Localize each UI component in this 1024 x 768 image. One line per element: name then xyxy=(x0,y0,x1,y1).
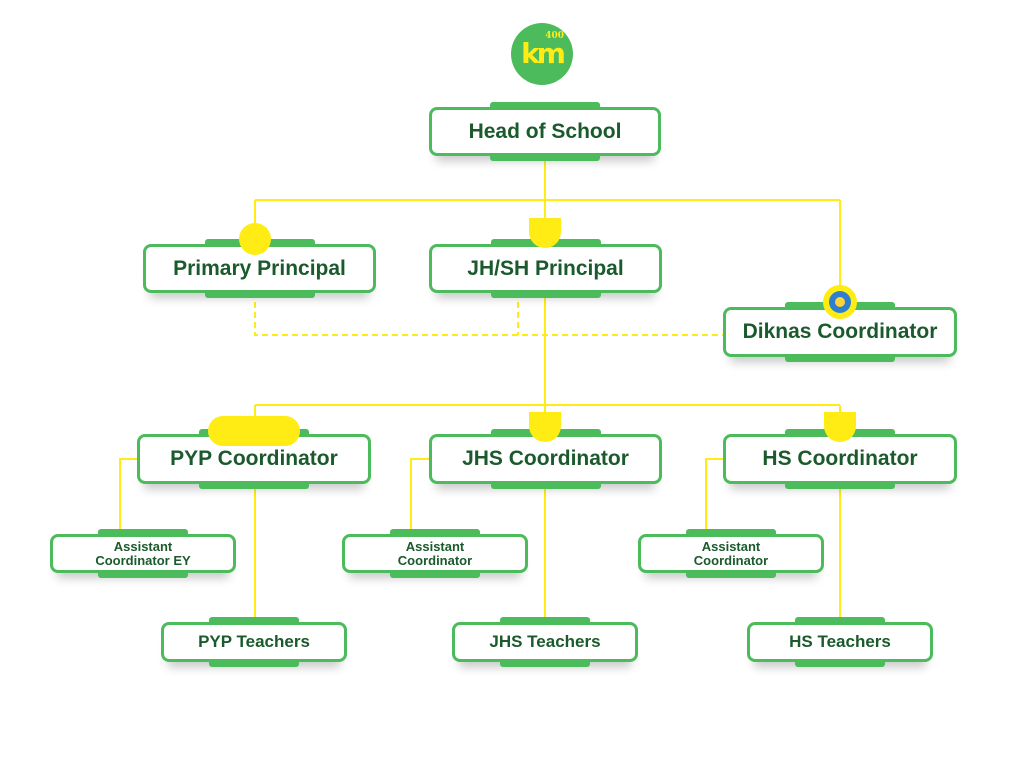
hs-teachers-box: HS Teachers xyxy=(747,617,933,667)
diknas-coordinator-label: Diknas Coordinator xyxy=(742,320,938,343)
assistant-jhs-line1: Assistant xyxy=(405,538,465,554)
jhs-coordinator-label: JHS Coordinator xyxy=(462,447,629,470)
connector-knob xyxy=(824,412,856,442)
connector-knob xyxy=(239,223,271,255)
primary-principal-box: Primary Principal xyxy=(143,239,376,298)
assistant-coordinator-ey-box: Assistant Coordinator EY xyxy=(50,529,236,578)
diknas-emblem-icon xyxy=(823,285,857,319)
hs-teachers-label: HS Teachers xyxy=(789,632,891,651)
pyp-coordinator-label: PYP Coordinator xyxy=(170,447,338,470)
hs-coordinator-label: HS Coordinator xyxy=(762,447,918,470)
primary-principal-label: Primary Principal xyxy=(173,256,346,280)
jhs-teachers-box: JHS Teachers xyxy=(452,617,638,667)
jhsh-principal-box: JH/SH Principal xyxy=(429,239,662,298)
connector xyxy=(119,458,137,535)
logo-number: 400 xyxy=(545,31,564,41)
assistant-jhs-line2: Coordinator xyxy=(397,552,473,568)
assistant-ey-line2: Coordinator EY xyxy=(95,552,191,568)
assistant-ey-line1: Assistant xyxy=(113,538,173,554)
pyp-teachers-box: PYP Teachers xyxy=(161,617,347,667)
connector xyxy=(410,458,429,535)
jhs-coordinator-box: JHS Coordinator xyxy=(429,429,662,489)
head-of-school-label: Head of School xyxy=(468,119,622,143)
assistant-coordinator-hs-box: Assistant Coordinator xyxy=(638,529,824,578)
assistant-hs-line2: Coordinator xyxy=(693,552,769,568)
connector-knob xyxy=(208,416,300,446)
assistant-coordinator-jhs-box: Assistant Coordinator xyxy=(342,529,528,578)
connector xyxy=(705,458,723,535)
assistant-hs-line1: Assistant xyxy=(701,538,761,554)
logo-letters: km xyxy=(521,37,566,70)
pyp-teachers-label: PYP Teachers xyxy=(198,632,310,651)
head-of-school-box: Head of School xyxy=(429,102,661,161)
jhsh-principal-label: JH/SH Principal xyxy=(467,256,624,280)
connector-knob xyxy=(529,218,561,248)
jhs-teachers-label: JHS Teachers xyxy=(489,632,601,651)
dashed-connector xyxy=(254,292,723,336)
connector-knob xyxy=(529,412,561,442)
school-logo: km 400 xyxy=(511,23,573,85)
